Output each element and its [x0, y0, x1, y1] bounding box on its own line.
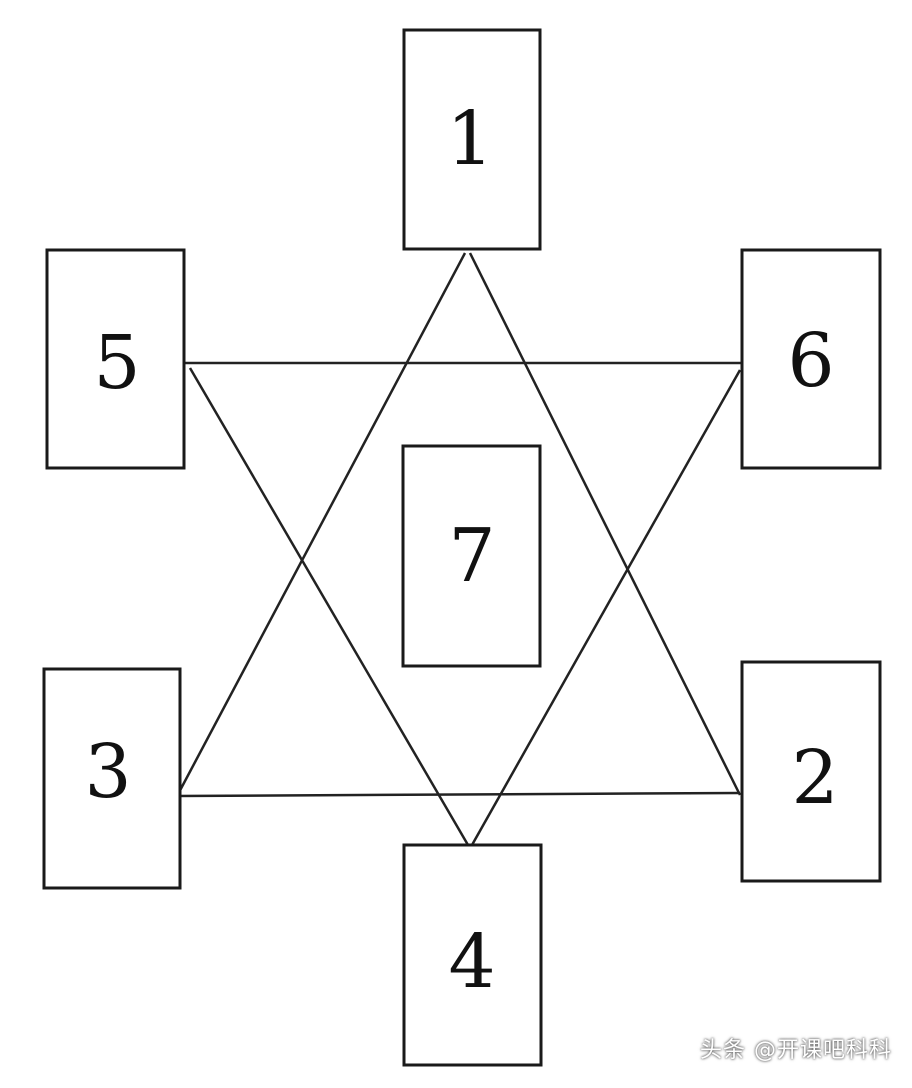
edge-1-3 — [174, 252, 467, 799]
node-5-label: 5 — [93, 320, 140, 406]
node-4: 4 — [402, 843, 543, 1067]
node-5: 5 — [45, 248, 186, 470]
node-4-box — [402, 843, 543, 1067]
node-6: 6 — [740, 248, 882, 470]
node-3: 3 — [42, 667, 182, 890]
node-1-box — [402, 28, 542, 251]
node-5-box — [45, 248, 186, 470]
node-6-label: 6 — [787, 318, 834, 404]
edge-5-4 — [188, 367, 470, 846]
node-2-label: 2 — [791, 735, 838, 821]
node-1: 1 — [402, 28, 542, 251]
node-3-box — [42, 667, 182, 890]
edge-1-2 — [468, 252, 742, 796]
node-7-label: 7 — [448, 513, 495, 599]
watermark-text: 头条 @开课吧科科 — [700, 1038, 892, 1063]
node-3-label: 3 — [84, 729, 131, 815]
node-1-label: 1 — [446, 96, 493, 182]
edge-6-4 — [470, 369, 742, 846]
node-7-box — [401, 444, 542, 668]
node-2: 2 — [740, 660, 882, 883]
edge-3-2 — [175, 791, 741, 798]
edges — [174, 252, 742, 846]
node-4-label: 4 — [448, 919, 495, 1005]
node-6-box — [740, 248, 882, 470]
node-7: 7 — [401, 444, 542, 668]
node-2-box — [740, 660, 882, 883]
